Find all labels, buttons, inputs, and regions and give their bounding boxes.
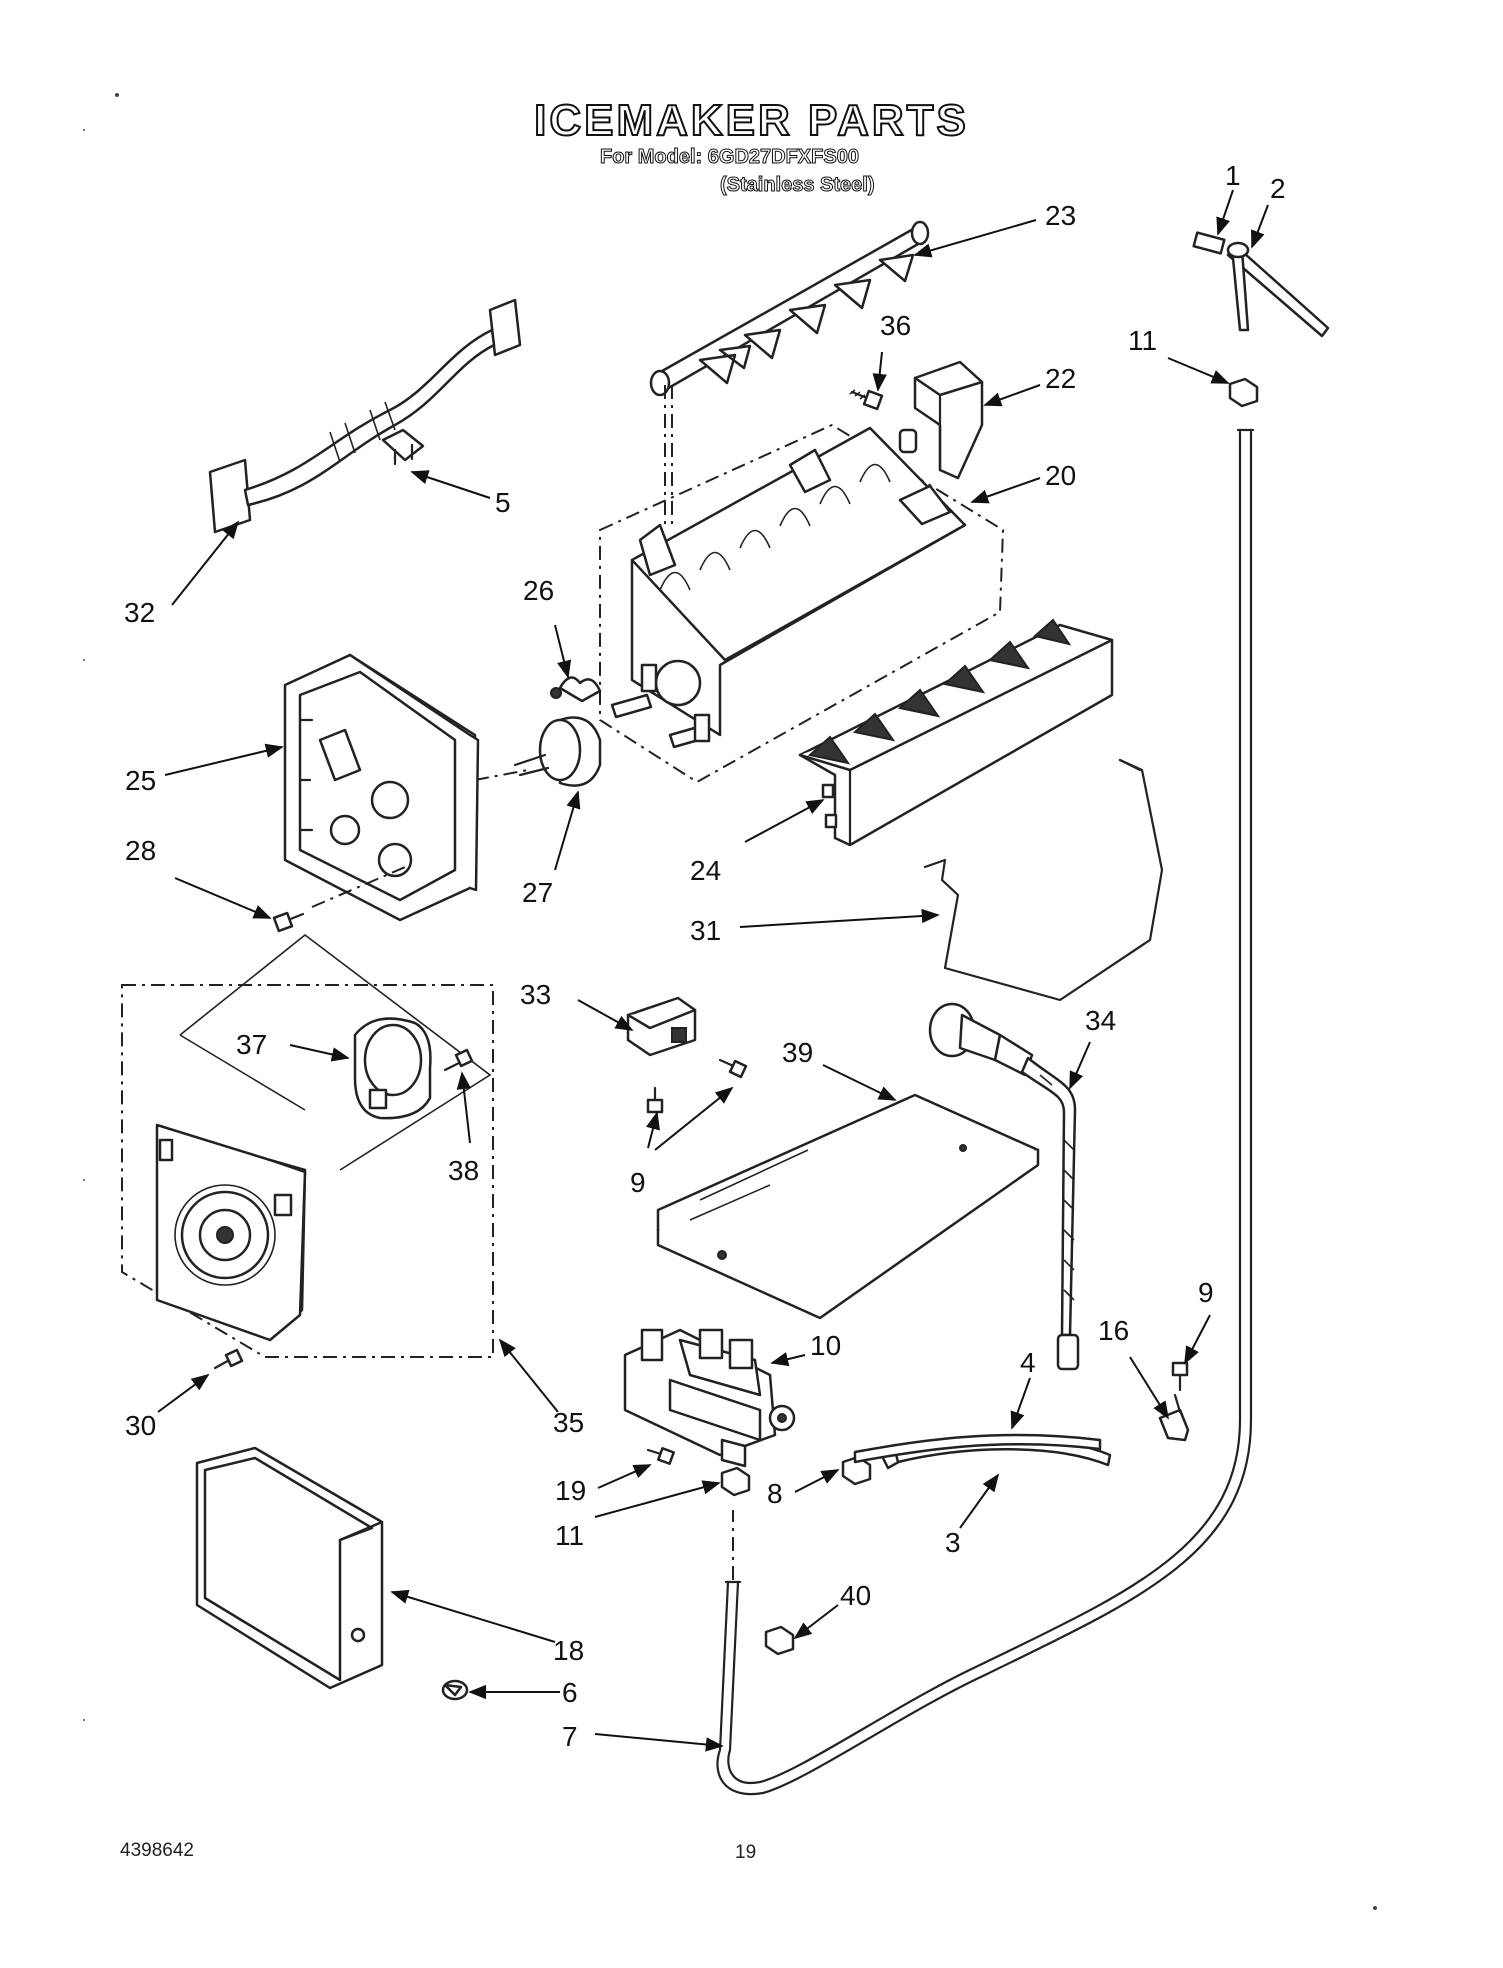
callout-31: 31 (690, 915, 721, 946)
part-24-stripper (798, 618, 1114, 847)
callout-39: 39 (782, 1037, 813, 1068)
callout-27: 27 (522, 877, 553, 908)
model-line: For Model: 6GD27DFXFS00 (600, 146, 860, 169)
callout-4: 4 (1020, 1347, 1036, 1378)
part-36-screw (849, 389, 884, 411)
callout-23: 23 (1045, 200, 1076, 231)
part-39-tray (656, 1093, 1040, 1320)
part-7-water-tube (716, 428, 1255, 1796)
callout-18: 18 (553, 1635, 584, 1666)
part-1-2-fill-nozzle (1192, 231, 1330, 338)
part-3-4-tubes (853, 1433, 1112, 1470)
callout-3: 3 (945, 1527, 961, 1558)
part-32-harness (208, 298, 522, 534)
callout-20: 20 (1045, 460, 1076, 491)
scan-specks (83, 93, 1377, 1910)
part-19-screw (646, 1447, 675, 1465)
callout-26: 26 (523, 575, 554, 606)
page-title: ICEMAKER PARTS (533, 95, 969, 146)
callout-34: 34 (1085, 1005, 1116, 1036)
callout-28: 28 (125, 835, 156, 866)
callout-30: 30 (125, 1410, 156, 1441)
part-34-fill-tube (928, 1002, 1080, 1371)
part-26-clip (550, 676, 602, 703)
part-35-motor-assembly (121, 933, 494, 1358)
callout-36: 36 (880, 310, 911, 341)
part-30-screw (213, 1348, 244, 1370)
callout-37: 37 (236, 1029, 267, 1060)
finish-line: (Stainless Steel) (720, 174, 876, 197)
part-23-ejector (649, 220, 930, 397)
callout-35: 35 (553, 1407, 584, 1438)
leader-lines (157, 189, 1269, 1752)
callout-25: 25 (125, 765, 156, 796)
callout-11-upper: 11 (1128, 325, 1157, 356)
part-16-clamp (1158, 1393, 1190, 1442)
callout-7: 7 (562, 1721, 578, 1752)
page-number: 19 (735, 1842, 757, 1863)
part-25-housing (283, 653, 480, 922)
part-28-screw (272, 864, 411, 933)
callout-labels: 1 2 11 23 36 22 20 5 32 26 25 27 28 24 3… (124, 160, 1286, 1752)
callout-1: 1 (1225, 160, 1241, 191)
part-6-plug (441, 1679, 469, 1701)
callout-38: 38 (448, 1155, 479, 1186)
part-10-water-valve (623, 1328, 796, 1468)
part-5-clip (381, 428, 425, 466)
callout-10: 10 (810, 1330, 841, 1361)
callout-11-lower: 11 (555, 1520, 584, 1551)
part-38-screw (443, 1048, 474, 1072)
callout-32: 32 (124, 597, 155, 628)
callout-9-right: 9 (1198, 1277, 1214, 1308)
callout-9-left: 9 (630, 1167, 646, 1198)
callout-5: 5 (495, 487, 511, 518)
part-9-screws (646, 1058, 1189, 1392)
callout-8: 8 (767, 1478, 783, 1509)
part-31-shutoff-arm (923, 758, 1164, 1002)
callout-40: 40 (840, 1580, 871, 1611)
callout-6: 6 (562, 1677, 578, 1708)
callout-33: 33 (520, 979, 551, 1010)
part-22-fill-cup (898, 360, 984, 480)
callout-2: 2 (1270, 173, 1286, 204)
part-18-cover (195, 1446, 384, 1690)
part-40-nut (764, 1625, 795, 1656)
part-37-motor (353, 1017, 432, 1120)
part-20-mold (599, 385, 1005, 784)
part-11-nuts (720, 377, 1259, 1497)
part-27-coupler (474, 716, 602, 787)
callout-24: 24 (690, 855, 721, 886)
document-number: 4398642 (120, 1840, 194, 1861)
callout-16: 16 (1098, 1315, 1129, 1346)
callout-19: 19 (555, 1475, 586, 1506)
part-33-cover (626, 996, 697, 1057)
callout-22: 22 (1045, 363, 1076, 394)
